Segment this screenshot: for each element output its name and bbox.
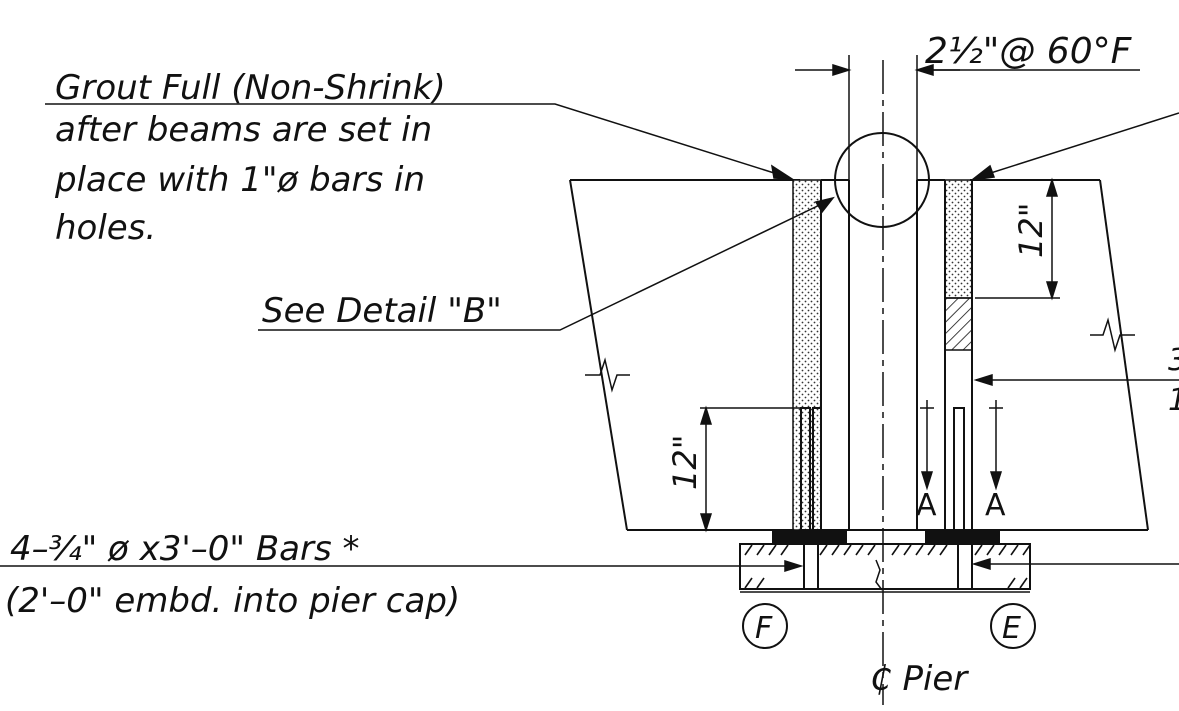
bars-note-line2: (2'–0" embd. into pier cap) — [5, 581, 460, 621]
cut-off-label-1: 3 — [1168, 343, 1179, 378]
section-a-left: A — [916, 488, 937, 523]
pier-cap-break — [875, 559, 883, 591]
bubble-e-label: E — [1002, 611, 1021, 646]
top-dimension — [795, 55, 1140, 180]
bubble-f-label: F — [755, 611, 773, 646]
bubble-e-circle — [990, 603, 1036, 649]
cut-off-label-2: 1 — [1168, 383, 1179, 418]
grout-note-line3: place with 1"ø bars in — [54, 160, 425, 200]
detail-b-circle — [834, 132, 930, 228]
hatched-block-right — [944, 297, 973, 351]
grout-note-line1: Grout Full (Non-Shrink) — [55, 68, 446, 108]
grout-right — [944, 179, 973, 299]
left-dimension-label: 12" — [666, 435, 704, 490]
leader-lines — [0, 103, 1179, 573]
bearing-pad-left — [772, 530, 847, 544]
grout-note-line2: after beams are set in — [55, 110, 432, 150]
bars-note-line1: 4–¾" ø x3'–0" Bars * — [10, 529, 359, 569]
bubble-f-circle — [742, 603, 788, 649]
pier-cap-hatch — [744, 544, 1031, 589]
top-dimension-label: 2½"@ 60°F — [925, 31, 1133, 72]
bearing-pad-right — [925, 530, 1000, 544]
see-detail-label: See Detail "B" — [262, 291, 502, 331]
left-dimension — [699, 405, 800, 533]
grout-left — [792, 179, 822, 531]
beam-outline — [569, 179, 1149, 531]
pier-centerline-label: ₵ Pier — [870, 659, 969, 699]
right-dimension — [975, 177, 1060, 301]
section-a-right: A — [985, 488, 1006, 523]
section-cut-arrows — [920, 400, 1003, 491]
right-dimension-label: 12" — [1012, 203, 1050, 258]
grout-note-line4: holes. — [55, 208, 156, 248]
